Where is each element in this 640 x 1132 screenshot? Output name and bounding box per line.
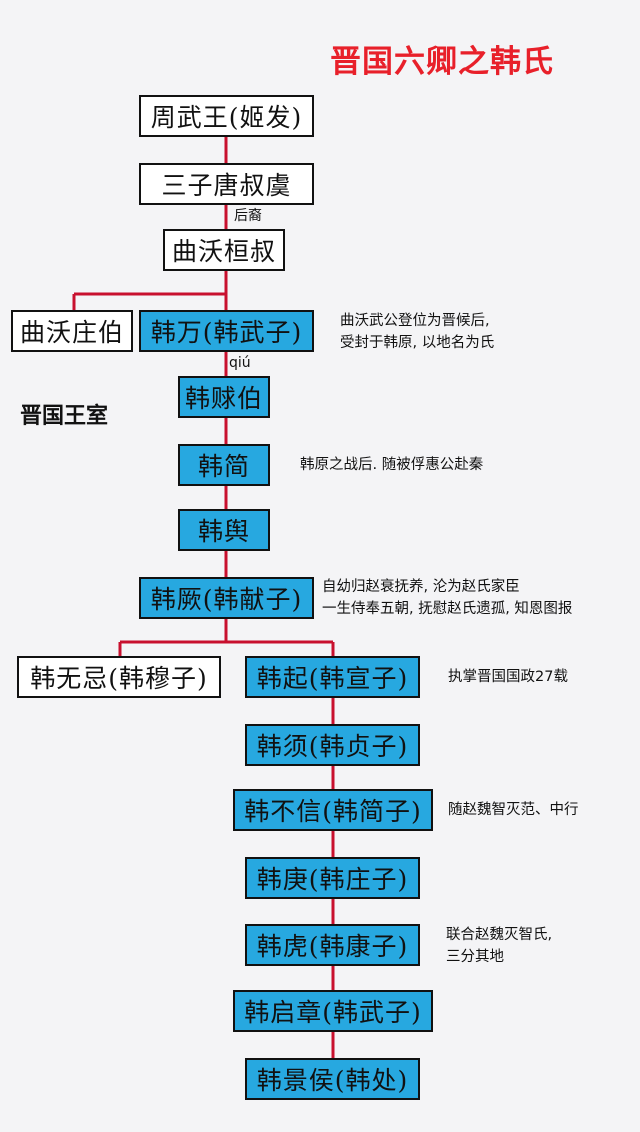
node-han-hu: 韩虎(韩康子) — [245, 924, 420, 966]
node-han-jing-hou: 韩景侯(韩处) — [245, 1058, 420, 1100]
node-han-bu-xin: 韩不信(韩简子) — [233, 789, 433, 831]
page-title: 晋国六卿之韩氏 — [330, 44, 554, 80]
node-han-qi-zhang: 韩启章(韩武子) — [233, 990, 433, 1032]
node-han-wan: 韩万(韩武子) — [139, 310, 314, 352]
node-han-qiu-bo: 韩赇伯 — [178, 376, 270, 418]
node-han-qi: 韩起(韩宣子) — [245, 656, 420, 698]
note-line: 执掌晋国国政27载 — [448, 669, 568, 685]
note-line: 联合赵魏灭智氏, — [446, 927, 553, 943]
node-han-geng: 韩庚(韩庄子) — [245, 857, 420, 899]
note-han-hu: 联合赵魏灭智氏, 三分其地 — [446, 924, 552, 968]
note-line: 自幼归赵衰抚养, 沦为赵氏家臣 — [322, 579, 520, 595]
node-tang-shu-yu: 三子唐叔虞 — [139, 163, 314, 205]
side-label-jin-royal-house: 晋国王室 — [20, 404, 109, 429]
node-han-jue: 韩厥(韩献子) — [139, 577, 314, 619]
node-quwo-zhuang-bo: 曲沃庄伯 — [11, 310, 133, 352]
node-zhou-wu-wang: 周武王(姬发) — [139, 95, 314, 137]
label-descendant: 后裔 — [234, 208, 262, 224]
node-han-jian: 韩简 — [178, 444, 270, 486]
note-line: 曲沃武公登位为晋候后, — [340, 313, 490, 329]
node-quwo-huan-shu: 曲沃桓叔 — [163, 229, 285, 271]
node-han-yu: 韩舆 — [178, 509, 270, 551]
note-line: 韩原之战后. 随被俘惠公赴秦 — [300, 457, 484, 473]
note-line: 三分其地 — [446, 949, 504, 965]
node-han-wu-ji: 韩无忌(韩穆子) — [17, 656, 221, 698]
label-pinyin-qiu: qiú — [229, 355, 251, 371]
note-han-jian: 韩原之战后. 随被俘惠公赴秦 — [300, 454, 483, 476]
note-han-jue: 自幼归赵衰抚养, 沦为赵氏家臣 一生侍奉五朝, 抚慰赵氏遗孤, 知恩图报 — [322, 576, 572, 620]
note-line: 随赵魏智灭范、中行 — [448, 802, 579, 818]
note-han-wan: 曲沃武公登位为晋候后, 受封于韩原, 以地名为氏 — [340, 310, 494, 354]
note-han-qi: 执掌晋国国政27载 — [448, 666, 568, 688]
note-line: 一生侍奉五朝, 抚慰赵氏遗孤, 知恩图报 — [322, 601, 573, 617]
note-han-bu-xin: 随赵魏智灭范、中行 — [448, 799, 579, 821]
node-han-xu: 韩须(韩贞子) — [245, 724, 420, 766]
note-line: 受封于韩原, 以地名为氏 — [340, 335, 495, 351]
